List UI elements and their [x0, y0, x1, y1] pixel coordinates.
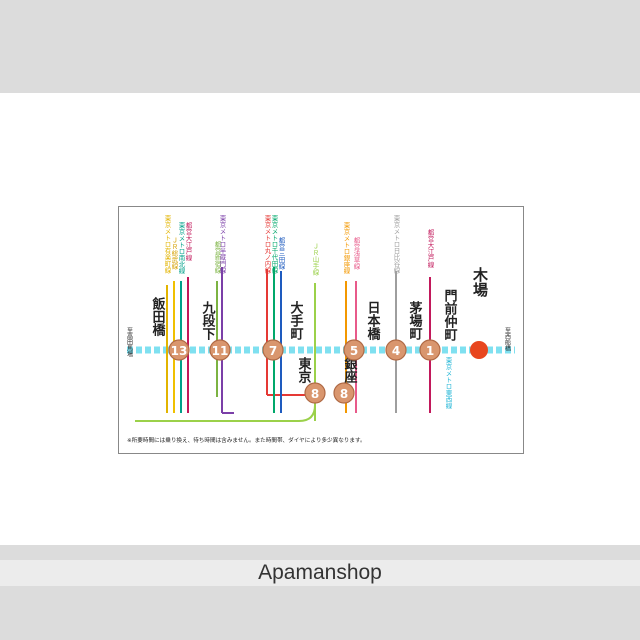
station-time-ginza: 8	[340, 387, 348, 401]
station-marker-iidabashi: 13	[168, 339, 190, 361]
line-yamanote-curve	[135, 404, 316, 422]
station-marker-nihombashi: 5	[343, 339, 365, 361]
line-label-mita: 都営三田線	[277, 237, 285, 270]
station-name-tokyo: 東京	[296, 356, 312, 384]
end-label-west: 至高田馬場	[126, 327, 133, 358]
line-label-yurakucho: 東京メトロ有楽町線	[163, 214, 171, 274]
line-label-jr-sobu: ＪＲ総武線	[170, 237, 178, 270]
top-gray-band	[0, 0, 640, 93]
station-markers: 13 11 7 8 8 5	[168, 339, 488, 404]
destination-marker	[470, 341, 488, 359]
station-marker-kudanshita: 11	[209, 339, 231, 361]
brand-bar: Apamanshop	[0, 560, 640, 586]
station-name-otemachi: 大手町	[288, 300, 304, 341]
station-time-kayabacho: 4	[392, 344, 400, 358]
station-marker-monzen-nakacho: 1	[419, 339, 441, 361]
station-marker-kayabacho: 4	[385, 339, 407, 361]
line-label-shinjuku: 都営新宿線	[213, 241, 221, 274]
line-labels: 東京メトロ有楽町線 ＪＲ総武線 東京メトロ南北線 都営大江戸線 都営新宿線 東京…	[163, 214, 452, 409]
station-marker-otemachi: 7	[262, 339, 284, 361]
line-label-tozai: 東京メトロ東西線	[444, 356, 452, 410]
line-label-asakusa: 都営浅草線	[352, 237, 360, 270]
footnote: ※所要時間には乗り換え、待ち時間は含みません。また時間帯、ダイヤにより多少異なり…	[127, 436, 366, 444]
route-map-svg: 東京メトロ有楽町線 ＪＲ総武線 東京メトロ南北線 都営大江戸線 都営新宿線 東京…	[126, 214, 515, 444]
station-time-nihombashi: 5	[350, 344, 358, 358]
line-label-marunouchi: 東京メトロ丸ノ内線	[263, 214, 271, 274]
station-name-nihombashi: 日本橋	[365, 301, 381, 341]
station-marker-ginza: 8	[333, 382, 355, 404]
line-label-chiyoda: 東京メトロ千代田線	[270, 214, 278, 274]
line-label-ginza: 東京メトロ銀座線	[342, 221, 350, 274]
station-time-tokyo: 8	[311, 387, 319, 401]
station-time-otemachi: 7	[269, 344, 277, 358]
station-marker-tokyo: 8	[304, 382, 326, 404]
end-label-east: 至西船橋	[504, 327, 511, 352]
station-names: 飯田橋 九段下 大手町 東京 銀座 日本橋 茅場町 門前仲町 木場	[150, 266, 490, 384]
station-name-monzen-nakacho: 門前仲町	[442, 289, 458, 342]
route-map: 東京メトロ有楽町線 ＪＲ総武線 東京メトロ南北線 都営大江戸線 都営新宿線 東京…	[118, 206, 524, 454]
station-time-iidabashi: 13	[171, 344, 188, 358]
station-name-kudanshita: 九段下	[200, 301, 217, 341]
line-label-oedo-east: 都営大江戸線	[426, 229, 434, 268]
line-label-namboku: 東京メトロ南北線	[177, 221, 185, 274]
station-name-kayabacho: 茅場町	[407, 300, 423, 341]
station-time-monzen-nakacho: 1	[426, 344, 434, 358]
line-label-hanzomon: 東京メトロ半蔵門線	[218, 214, 226, 274]
line-label-hibiya: 東京メトロ日比谷線	[392, 214, 400, 274]
brand-name: Apamanshop	[258, 561, 382, 584]
station-name-ginza: 銀座	[342, 356, 359, 384]
line-label-yamanote: ＪＲ山手線	[311, 243, 319, 276]
station-name-iidabashi: 飯田橋	[150, 296, 167, 337]
station-time-kudanshita: 11	[212, 344, 229, 358]
line-label-oedo-west: 都営大江戸線	[184, 222, 192, 261]
destination-name: 木場	[471, 266, 489, 298]
